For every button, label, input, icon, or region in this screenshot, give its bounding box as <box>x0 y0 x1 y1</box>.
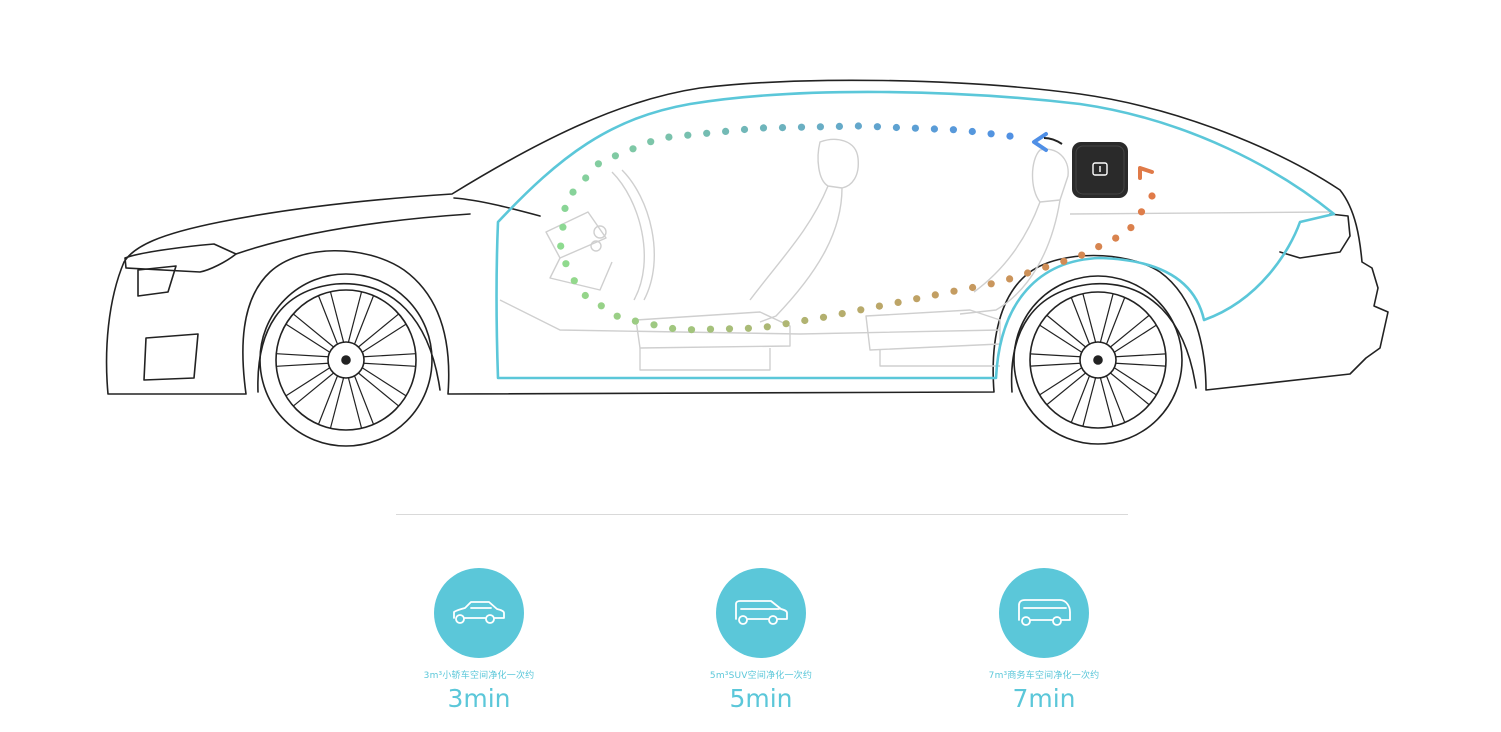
airflow-dot <box>650 321 658 329</box>
airflow-dot <box>1060 257 1068 265</box>
airflow-dot <box>647 138 655 146</box>
suv-icon <box>716 568 806 658</box>
airflow-dot <box>892 123 901 132</box>
airflow-dot <box>1006 132 1014 140</box>
airflow-dot <box>570 277 578 285</box>
airflow-dot <box>873 123 882 131</box>
airflow-dot <box>597 302 605 310</box>
airflow-dot <box>854 122 863 130</box>
airflow-dot <box>1078 251 1086 259</box>
airflow-dot <box>894 298 902 306</box>
stat-caption: 5m³SUV空间净化一次约 <box>709 671 813 681</box>
airflow-dot <box>1024 269 1032 277</box>
airflow-dot <box>581 291 589 300</box>
airflow-dot <box>857 306 865 314</box>
airflow-dot <box>931 291 939 299</box>
airflow-dot <box>782 320 790 328</box>
airflow-dot <box>987 130 995 138</box>
airflow-dot <box>778 124 787 132</box>
airflow-dot <box>1127 224 1135 232</box>
airflow-dot <box>665 133 673 141</box>
airflow-dot <box>875 302 884 310</box>
rear-wheel <box>1013 275 1183 445</box>
airflow-dot <box>687 326 696 334</box>
stat-time: 7min <box>1012 684 1076 713</box>
airflow-dot <box>1137 208 1146 216</box>
airflow-dot <box>725 325 734 333</box>
airflow-dot <box>1095 243 1103 251</box>
airflow-dot <box>611 152 620 160</box>
airflow-dots <box>557 122 1156 334</box>
airflow-dot <box>740 125 749 134</box>
airflow-dot <box>987 280 995 288</box>
airflow-dot <box>557 242 565 250</box>
airflow-dot <box>594 160 603 168</box>
airflow-dot <box>1042 263 1050 271</box>
car-interior <box>499 138 1331 371</box>
airflow-dot <box>763 323 771 331</box>
airflow-dot <box>684 131 692 139</box>
airflow-dot <box>629 145 637 153</box>
stat-sedan: 3m³小轿车空间净化一次约 3min <box>359 568 599 714</box>
van-icon <box>999 568 1089 658</box>
airflow-dot <box>913 295 921 303</box>
airflow-dot <box>819 313 828 321</box>
airflow-dot <box>801 316 809 325</box>
airflow-dot <box>969 283 977 292</box>
section-divider <box>396 514 1128 515</box>
airflow-dot <box>703 129 711 137</box>
airflow-dot <box>631 317 640 325</box>
airflow-dot <box>816 123 825 131</box>
cabin-highlight-outline <box>495 90 1336 380</box>
airflow-dot <box>722 127 730 135</box>
car-airflow-diagram <box>105 79 1389 447</box>
stat-suv: 5m³SUV空间净化一次约 5min <box>641 568 881 714</box>
flow-arrow-blue <box>1032 132 1048 152</box>
airflow-dot <box>838 310 846 318</box>
airflow-dot <box>930 125 939 133</box>
airflow-dot <box>582 174 590 182</box>
mi-logo-icon <box>1092 162 1108 176</box>
sedan-icon <box>434 568 524 658</box>
airflow-dot <box>759 124 768 132</box>
airflow-dot <box>744 324 753 332</box>
front-wheel <box>259 273 433 447</box>
stat-caption: 7m³商务车空间净化一次约 <box>988 671 1100 681</box>
airflow-dot <box>949 126 958 134</box>
airflow-dot <box>669 324 677 333</box>
flow-arrow-orange <box>1138 166 1154 180</box>
air-purifier-device <box>1043 137 1128 198</box>
airflow-dot <box>1006 275 1014 283</box>
airflow-dot <box>613 312 621 320</box>
stat-time: 3min <box>447 684 511 713</box>
airflow-dot <box>561 204 569 212</box>
airflow-dot <box>569 188 577 196</box>
airflow-dot <box>1148 192 1156 200</box>
stat-time: 5min <box>729 684 793 713</box>
airflow-dot <box>968 127 976 136</box>
airflow-dot <box>911 124 920 132</box>
airflow-dot <box>950 287 958 295</box>
airflow-dot <box>559 223 567 231</box>
airflow-dot <box>562 260 570 268</box>
airflow-dot <box>706 325 715 333</box>
stat-caption: 3m³小轿车空间净化一次约 <box>423 671 535 681</box>
airflow-dot <box>797 123 806 131</box>
airflow-dot <box>835 122 844 130</box>
airflow-dot <box>1112 234 1120 242</box>
stat-van: 7m³商务车空间净化一次约 7min <box>924 568 1164 714</box>
